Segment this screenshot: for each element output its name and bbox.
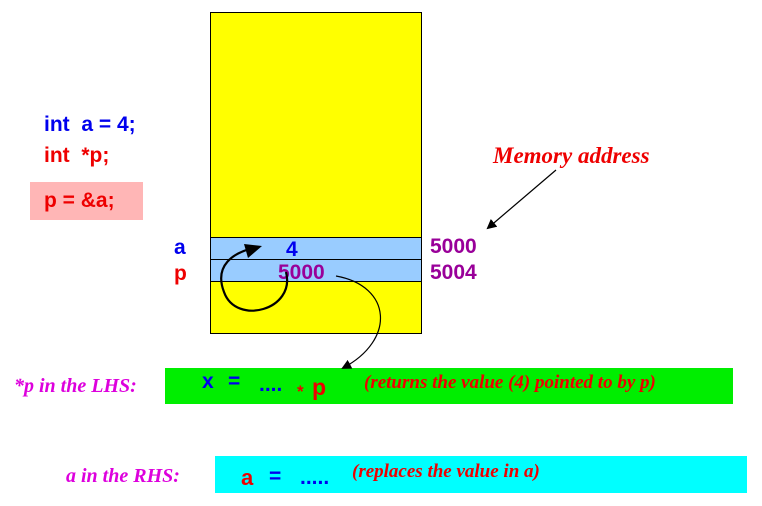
lhs-expr-x: x: [202, 370, 214, 393]
lhs-label: *p in the LHS:: [14, 375, 137, 397]
pointer-loop-arrowhead: [244, 244, 262, 258]
rhs-note: (replaces the value in a): [352, 461, 540, 482]
memory-address-arrow: [486, 169, 557, 230]
lhs-expr-dots: ....: [259, 373, 283, 396]
memory-address-label: Memory address: [493, 143, 650, 168]
code-decl-a: a = 4;: [81, 113, 136, 136]
lhs-expr-eq: =: [228, 370, 241, 393]
code-keyword-int: int: [44, 113, 70, 136]
rhs-bar: [215, 456, 747, 493]
code-decl-p: *p;: [81, 144, 110, 167]
address-p: 5004: [430, 261, 477, 284]
code-keyword-int: int: [44, 144, 70, 167]
pointer-loop-arrow: [220, 245, 289, 312]
var-label-p: p: [174, 262, 187, 285]
rhs-expr-dots: .....: [300, 466, 330, 489]
assignment-text: p = &a;: [44, 189, 115, 212]
assignment-box: [30, 182, 143, 220]
address-a: 5000: [430, 235, 477, 258]
rhs-expr-eq: =: [269, 465, 282, 488]
code-line-int-a: int a = 4;: [44, 113, 136, 137]
cell-value-p: 5000: [278, 261, 325, 284]
var-label-a: a: [174, 236, 186, 259]
lhs-note: (returns the value (4) pointed to by p): [364, 372, 656, 393]
cell-value-a: 4: [286, 238, 298, 261]
lhs-expr-star: *: [297, 382, 304, 401]
rhs-label: a in the RHS:: [66, 465, 180, 487]
lhs-bar: [165, 368, 733, 404]
lhs-expr-p: p: [312, 374, 327, 400]
rhs-expr-a: a: [241, 465, 254, 490]
deref-arrow: [335, 275, 381, 369]
memory-cell-p: [210, 259, 422, 282]
code-line-int-p: int *p;: [44, 144, 109, 168]
